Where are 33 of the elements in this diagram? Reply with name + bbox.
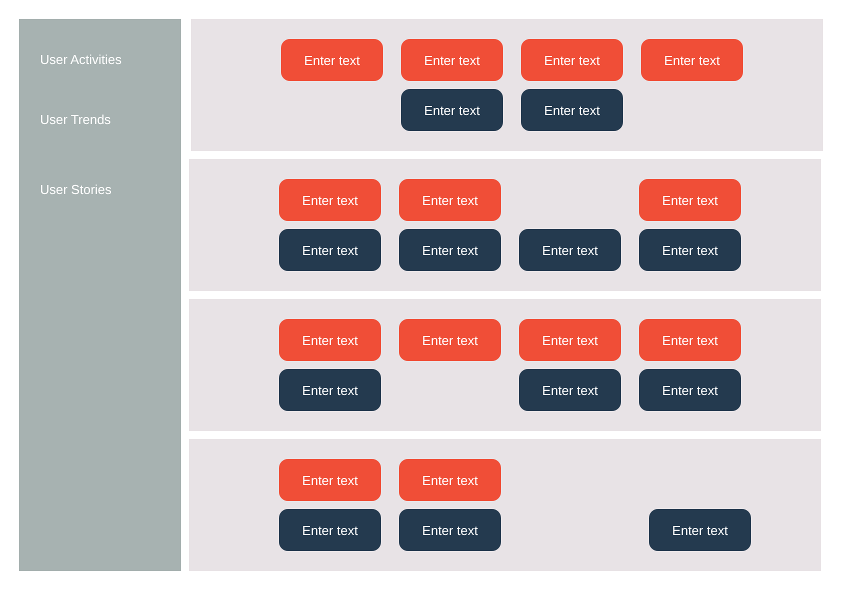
story-card: Enter text <box>279 459 381 501</box>
swimlane-band <box>189 159 821 291</box>
swimlane-band <box>191 19 823 151</box>
story-card: Enter text <box>399 509 501 551</box>
story-card: Enter text <box>401 39 503 81</box>
story-card: Enter text <box>521 89 623 131</box>
story-card: Enter text <box>279 179 381 221</box>
story-card: Enter text <box>639 319 741 361</box>
story-card: Enter text <box>399 229 501 271</box>
story-card: Enter text <box>279 229 381 271</box>
row-label: User Activities <box>40 52 122 67</box>
story-card: Enter text <box>521 39 623 81</box>
story-card: Enter text <box>399 459 501 501</box>
story-card: Enter text <box>281 39 383 81</box>
story-card: Enter text <box>279 509 381 551</box>
story-card: Enter text <box>519 319 621 361</box>
story-card: Enter text <box>519 229 621 271</box>
story-card: Enter text <box>279 319 381 361</box>
story-card: Enter text <box>519 369 621 411</box>
story-card: Enter text <box>639 369 741 411</box>
story-card: Enter text <box>649 509 751 551</box>
row-label: User Trends <box>40 112 111 127</box>
row-label: User Stories <box>40 182 112 197</box>
story-card: Enter text <box>639 179 741 221</box>
sidebar-panel <box>19 19 181 571</box>
story-card: Enter text <box>399 319 501 361</box>
story-card: Enter text <box>279 369 381 411</box>
swimlane-band <box>189 439 821 571</box>
swimlane-band <box>189 299 821 431</box>
story-card: Enter text <box>641 39 743 81</box>
story-card: Enter text <box>399 179 501 221</box>
story-card: Enter text <box>639 229 741 271</box>
story-card: Enter text <box>401 89 503 131</box>
